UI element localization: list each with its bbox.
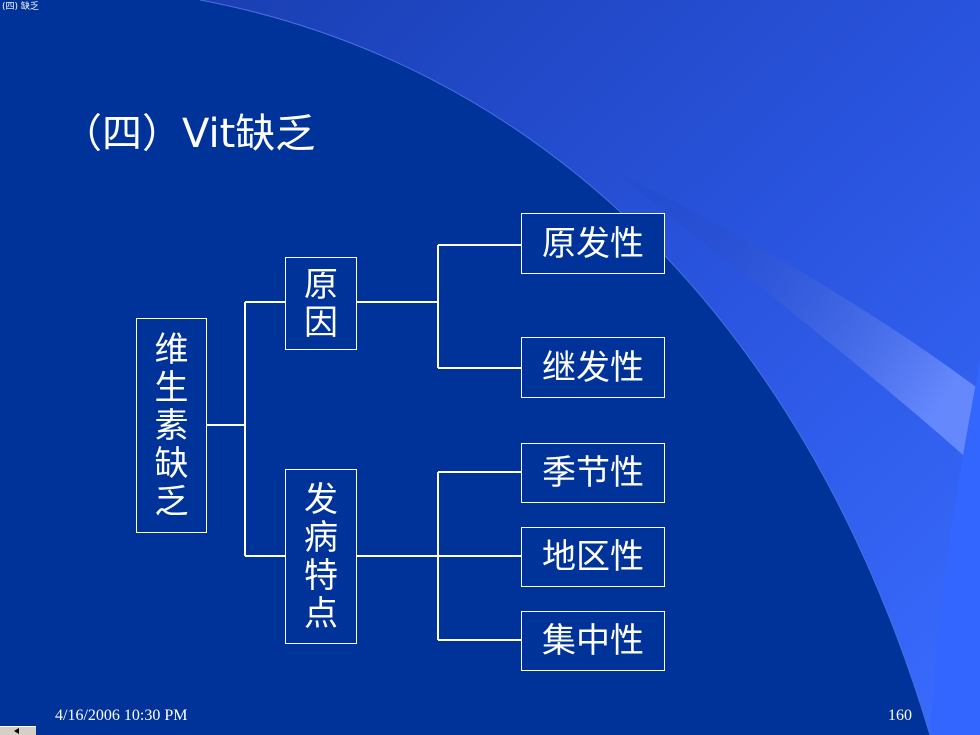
window-title: (四) 缺乏	[2, 2, 39, 12]
leaf-node-regional-label: 地区性	[542, 537, 644, 577]
branch-node-characteristics-label: 发病特点	[304, 479, 338, 634]
branch-node-cause: 原因	[285, 257, 357, 350]
slide-title: （四）Vit缺乏	[62, 111, 316, 157]
root-node-label: 维生素缺乏	[154, 329, 189, 522]
leaf-node-secondary: 继发性	[521, 337, 665, 398]
leaf-node-primary: 原发性	[521, 213, 665, 274]
branch-node-characteristics: 发病特点	[285, 469, 357, 644]
arc-highlight	[930, 360, 980, 735]
previous-arrow-icon[interactable]	[14, 728, 19, 734]
root-node: 维生素缺乏	[136, 318, 207, 533]
leaf-node-concentrated: 集中性	[521, 611, 665, 671]
leaf-node-seasonal: 季节性	[521, 443, 665, 503]
leaf-node-concentrated-label: 集中性	[542, 621, 644, 661]
slide-nav-control[interactable]	[0, 726, 36, 735]
leaf-node-secondary-label: 继发性	[542, 347, 644, 388]
leaf-node-regional: 地区性	[521, 527, 665, 587]
branch-node-cause-label: 原因	[304, 264, 338, 343]
page-number: 160	[888, 707, 912, 724]
footer-date: 4/16/2006 10:30 PM	[55, 707, 188, 724]
arc-sweep	[200, 0, 980, 735]
leaf-node-primary-label: 原发性	[542, 223, 644, 264]
leaf-node-seasonal-label: 季节性	[542, 453, 644, 493]
